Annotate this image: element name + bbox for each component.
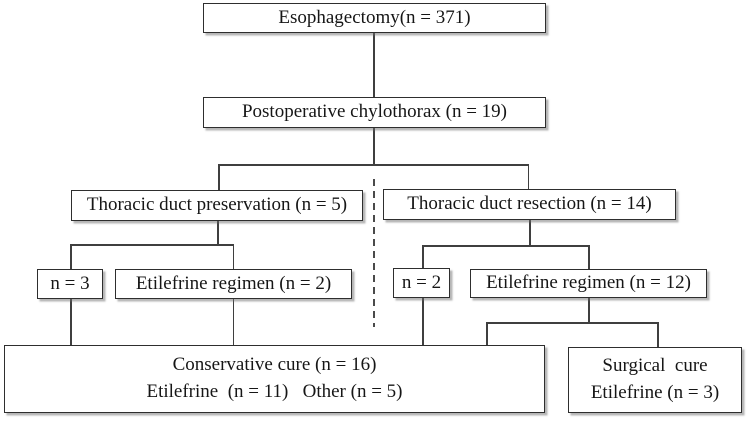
connector-resection-crossbar (422, 245, 589, 247)
connector-drop-resection (527, 164, 529, 190)
connector-elbow-to-conservative (486, 322, 488, 345)
surgical-cure-line1: Surgical cure (602, 355, 708, 377)
connector-chylothorax-stem (373, 128, 375, 165)
conservative-cure-line2: Etilefrine (n = 11) Other (n = 5) (146, 381, 403, 403)
connector-preservation-stem (217, 221, 219, 245)
connector-drop-etilefrine2 (232, 244, 234, 269)
dashed-divider-line (372, 179, 375, 327)
node-etilefrine-regimen-12: Etilefrine regimen (n = 12) (470, 269, 707, 298)
connector-root-to-chylothorax (373, 33, 375, 97)
connector-drop-etilefrine12 (588, 245, 590, 269)
conservative-cure-line1: Conservative cure (n = 16) (172, 353, 377, 375)
connector-drop-preservation (218, 164, 220, 190)
connector-etilefrine2-to-conservative (232, 299, 234, 345)
connector-preservation-crossbar (70, 244, 234, 246)
node-conservative-cure: Conservative cure (n = 16) Etilefrine (n… (4, 345, 545, 413)
node-esophagectomy: Esophagectomy(n = 371) (203, 3, 546, 33)
connector-n2-to-conservative (422, 298, 424, 345)
connector-branch-crossbar (218, 164, 529, 166)
node-etilefrine-regimen-2: Etilefrine regimen (n = 2) (115, 269, 352, 299)
connector-etilefrine12-crossbar (486, 322, 658, 324)
connector-elbow-to-surgical (657, 322, 659, 348)
node-surgical-cure: Surgical cure Etilefrine (n = 3) (568, 347, 742, 413)
connector-drop-n2 (422, 245, 424, 268)
connector-resection-stem (529, 220, 531, 246)
node-postoperative-chylothorax: Postoperative chylothorax (n = 19) (203, 97, 546, 128)
node-resection-n2: n = 2 (393, 268, 450, 298)
node-thoracic-duct-preservation: Thoracic duct preservation (n = 5) (71, 190, 363, 221)
connector-drop-n3 (70, 244, 72, 269)
node-preservation-n3: n = 3 (37, 269, 103, 299)
node-thoracic-duct-resection: Thoracic duct resection (n = 14) (383, 189, 676, 220)
surgical-cure-line2: Etilefrine (n = 3) (590, 382, 720, 404)
connector-etilefrine12-stem (588, 298, 590, 323)
connector-n3-to-conservative (70, 299, 72, 345)
